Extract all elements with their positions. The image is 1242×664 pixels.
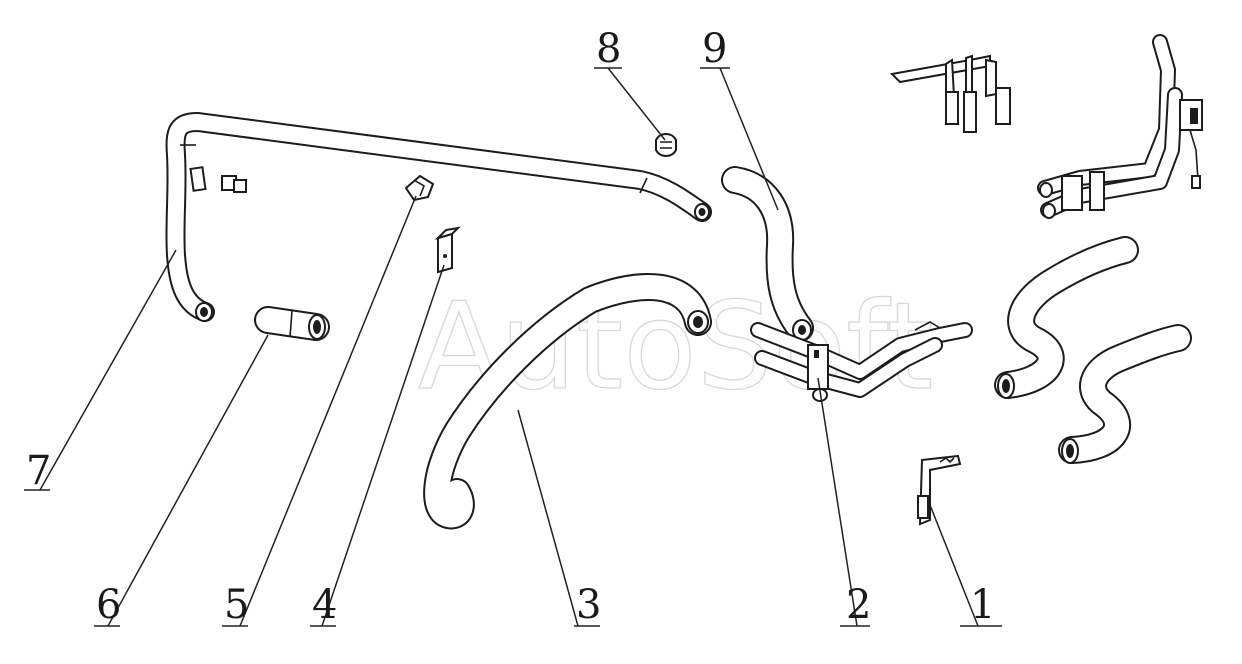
callout-9: 9 bbox=[702, 26, 727, 72]
part-6-short-hose bbox=[254, 306, 330, 341]
part-2-pipe-assembly bbox=[750, 321, 973, 402]
part-4-bracket bbox=[434, 226, 461, 274]
part-8-small-clip bbox=[655, 133, 677, 157]
pipe-assembly-top-right bbox=[1037, 34, 1203, 219]
callout-8: 8 bbox=[596, 26, 621, 72]
callout-2: 2 bbox=[846, 582, 871, 628]
callout-1: 1 bbox=[970, 582, 995, 628]
s-hose-lower bbox=[1058, 324, 1192, 464]
callout-6: 6 bbox=[96, 582, 121, 628]
part-7-long-hose bbox=[165, 112, 712, 322]
part-3-curved-hose bbox=[423, 273, 712, 530]
bracket-assembly bbox=[889, 54, 1011, 133]
callout-7: 7 bbox=[26, 448, 51, 494]
callout-5: 5 bbox=[224, 582, 249, 628]
part-5-clip bbox=[404, 174, 435, 202]
callout-leaders bbox=[24, 67, 1002, 627]
callout-4: 4 bbox=[312, 582, 337, 628]
part-1-bracket bbox=[917, 454, 962, 526]
callout-3: 3 bbox=[576, 582, 601, 628]
s-hose-upper bbox=[994, 236, 1139, 399]
